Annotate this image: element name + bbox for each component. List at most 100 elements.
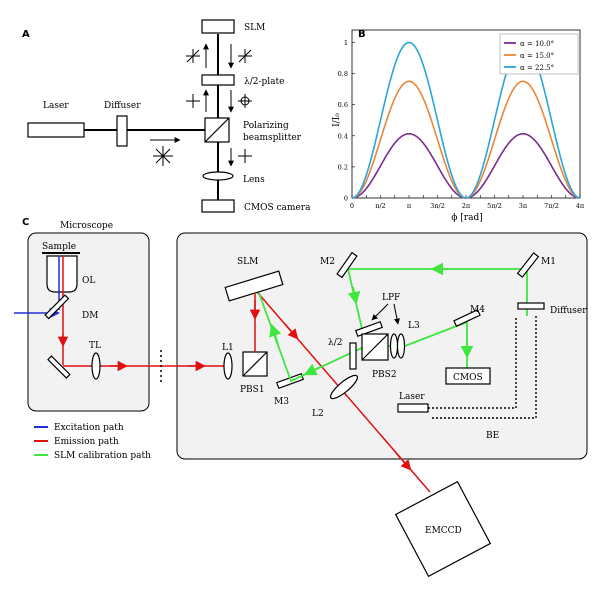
halfwave-c-label: λ/2 (328, 338, 342, 348)
lens-l1 (223, 352, 233, 380)
dm-label: DM (82, 311, 98, 321)
x-tick-label: 7π/2 (544, 202, 559, 210)
laser-c-label: Laser (399, 392, 425, 402)
m2-label: M2 (320, 257, 335, 267)
microscope-label: Microscope (60, 221, 113, 231)
lpf-pointer-1 (371, 303, 389, 321)
legend-label-1: α = 10.0° (520, 40, 554, 48)
lens-l3-b (396, 333, 406, 359)
emission-arrow-5 (395, 452, 412, 471)
emission-arrow-4 (284, 323, 299, 340)
laser-a (27, 122, 85, 138)
pbs-cube-a (204, 117, 230, 143)
series-line-1 (351, 132, 581, 199)
diffuser-a (116, 115, 128, 147)
slm-a (201, 19, 235, 34)
legend-calibration-label: SLM calibration path (54, 451, 151, 461)
slm-c (224, 270, 284, 302)
objective-lens (46, 255, 78, 293)
pbs-a-label-1: Polarizing (243, 121, 289, 131)
microscope-mirror (47, 355, 71, 379)
x-axis-label: ϕ [rad] (451, 213, 482, 223)
calib-arrow-2 (347, 286, 361, 305)
diffuser-c-label: Diffuser (550, 306, 587, 316)
pbs2-cube (361, 333, 389, 361)
legend-label-2: α = 15.0° (520, 52, 554, 60)
x-tick-label: 5π/2 (487, 202, 502, 210)
lens-l3-a (389, 333, 399, 359)
x-tick-label: 2π (462, 202, 471, 210)
microscope-box (27, 232, 150, 412)
cross-polarization-icon (186, 94, 200, 108)
random-polarization-icon (153, 146, 173, 166)
chart-legend (499, 33, 579, 75)
panel-b-letter: B (358, 29, 366, 40)
panel-a-letter: A (22, 29, 30, 40)
series-line-3 (351, 41, 581, 199)
lpf-label: LPF (382, 293, 400, 303)
l2-label: L2 (312, 409, 324, 419)
lens-a-label: Lens (243, 175, 265, 185)
mirror-m4 (453, 308, 481, 328)
halfwave-plate-a (201, 74, 235, 86)
x-tick-label: 3π/2 (430, 202, 445, 210)
x-tick-label: π/2 (375, 202, 386, 210)
panel-c: C Microscope Sample OL DM TL L1 (14, 217, 588, 578)
l3-label: L3 (408, 321, 420, 331)
m3-label: M3 (274, 397, 289, 407)
y-axis-label: I/I₀ (332, 113, 342, 127)
cmos-camera-c (445, 367, 491, 385)
lens-l2 (329, 374, 359, 400)
legend-excitation-label: Excitation path (54, 423, 124, 433)
x-tick-label: π (407, 202, 412, 210)
m4-label: M4 (470, 305, 485, 315)
diagonal-polarization-icon-2 (238, 49, 252, 63)
diffuser-a-label: Diffuser (104, 101, 141, 111)
beam-expander-path (428, 316, 537, 419)
calib-arrow-4 (269, 323, 282, 345)
tl-label: TL (89, 341, 101, 351)
tube-lens (91, 352, 101, 380)
dichroic-mirror (44, 294, 70, 320)
x-tick-label: 4π (576, 202, 585, 210)
cmos-c-label: CMOS (453, 373, 483, 383)
halfwave-plate-c (349, 342, 357, 370)
pbs-a-label-2: beamsplitter (243, 133, 302, 143)
y-tick-label: 0.8 (338, 70, 348, 78)
laser-a-label: Laser (43, 101, 69, 111)
mirror-m1 (516, 252, 540, 278)
diagonal-polarization-icon-1 (186, 49, 200, 63)
long-pass-filter (354, 320, 384, 338)
lpf-pointer-2 (393, 303, 400, 325)
vertical-polarization-icon (238, 149, 252, 163)
slm-a-label: SLM (244, 23, 265, 33)
emccd-camera (394, 480, 492, 578)
panel-a: A SLM λ/2-plate Polarizing beamsplitter … (22, 19, 311, 213)
mirror-m2 (336, 251, 358, 279)
pbs2-label: PBS2 (372, 370, 397, 380)
y-tick-label: 0.6 (338, 101, 348, 109)
slm-c-label: SLM (237, 257, 258, 267)
laser-c (397, 403, 429, 413)
y-tick-label: 0.4 (338, 132, 348, 140)
y-tick-label: 0 (344, 195, 348, 203)
x-tick-label: 0 (350, 202, 354, 210)
sample-label: Sample (42, 242, 76, 252)
ol-label: OL (82, 276, 95, 286)
l1-label: L1 (222, 343, 234, 353)
x-tick-label: 3π (519, 202, 528, 210)
circle-cross-polarization-icon (238, 94, 252, 108)
diffuser-c (517, 302, 545, 310)
y-tick-label: 1 (344, 39, 348, 47)
legend-emission-label: Emission path (54, 437, 119, 447)
pbs1-cube (242, 351, 268, 377)
calib-arrow-3 (303, 363, 321, 376)
lens-a (202, 171, 234, 181)
halfwave-plate-a-label: λ/2-plate (244, 77, 284, 87)
m1-label: M1 (541, 257, 556, 267)
panel-c-letter: C (22, 217, 29, 228)
cmos-camera-a-label: CMOS camera (244, 203, 311, 213)
